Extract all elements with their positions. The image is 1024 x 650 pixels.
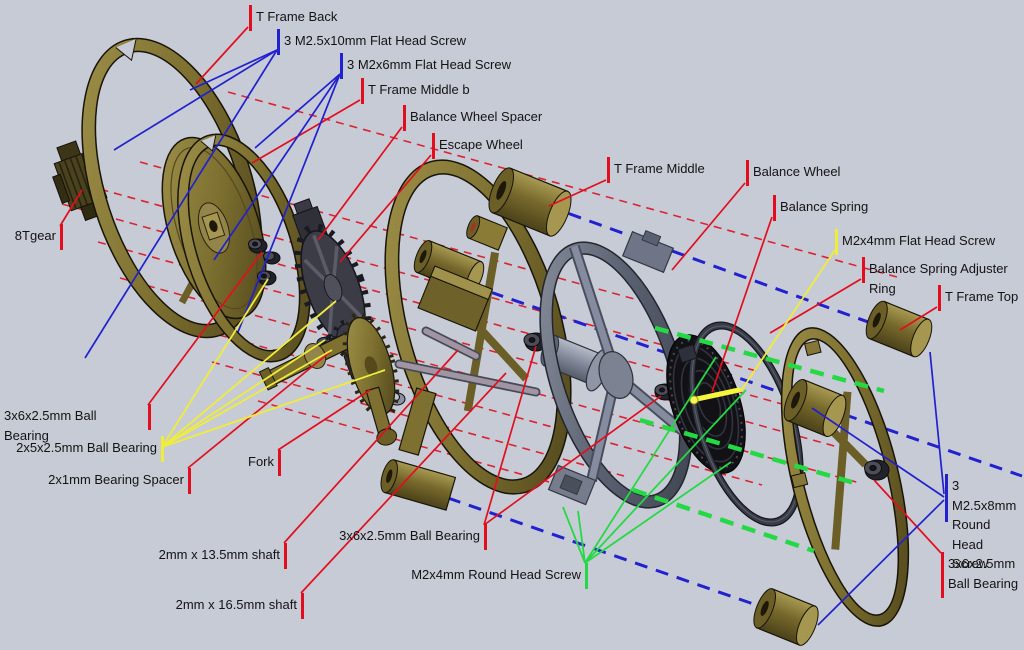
label-m2x4-round-head-screw: M2x4mm Round Head Screw <box>407 563 588 589</box>
leader-tick <box>249 5 252 31</box>
leader-tick <box>148 404 151 430</box>
leader-lines-green <box>562 356 747 564</box>
label-m2x6-flat-head-screw: 3 M2x6mm Flat Head Screw <box>340 53 515 79</box>
label-balance-wheel-spacer: Balance Wheel Spacer <box>403 105 546 131</box>
label-ball-bearing-3x6-right: 3x6x2.5mm Ball Bearing <box>941 552 1022 598</box>
label-text: 3 M2.5x8mm Round Head Screw <box>952 478 1017 571</box>
label-8t-gear: 8Tgear <box>11 224 63 250</box>
label-shaft-13-5: 2mm x 13.5mm shaft <box>155 543 287 569</box>
leader-tick <box>277 29 280 55</box>
label-text: Balance Spring <box>780 199 869 214</box>
label-m2x4-flat-head-screw: M2x4mm Flat Head Screw <box>835 229 999 255</box>
leader-tick <box>278 450 281 476</box>
leader-tick <box>607 157 610 183</box>
label-balance-wheel: Balance Wheel <box>746 160 844 186</box>
part-balance-spring <box>666 334 746 474</box>
label-text: Balance Wheel <box>753 164 841 179</box>
label-text: T Frame Middle b <box>368 82 470 97</box>
label-ball-bearing-3x6-mid: 3x6x2.5mm Ball Bearing <box>335 524 487 550</box>
leader-tick <box>746 160 749 186</box>
label-m2-5x8-round-head-screw: 3 M2.5x8mm Round Head Screw <box>945 474 1024 574</box>
leader-tick <box>585 563 588 589</box>
leader-tick <box>403 105 406 131</box>
leader-tick <box>835 229 838 255</box>
label-m2-5x10-flat-head-screw: 3 M2.5x10mm Flat Head Screw <box>277 29 470 55</box>
axis-lines-blue-dashed <box>447 204 1023 618</box>
label-text: 2mm x 13.5mm shaft <box>158 547 280 562</box>
label-t-frame-middle-b: T Frame Middle b <box>361 78 474 104</box>
leader-tick <box>340 53 343 79</box>
label-text: Fork <box>248 454 274 469</box>
label-t-frame-top: T Frame Top <box>938 285 1022 311</box>
label-text: 2x5x2.5mm Ball Bearing <box>16 440 157 455</box>
label-text: T Frame Top <box>945 289 1019 304</box>
part-m2x4-flat-head-screw-highlight <box>689 387 742 405</box>
label-text: Escape Wheel <box>439 137 523 152</box>
label-escape-wheel: Escape Wheel <box>432 133 527 159</box>
label-ball-bearing-3x6-left: 3x6x2.5mm Ball Bearing <box>0 404 151 445</box>
part-ball-bearing-right <box>864 459 890 481</box>
leader-lines-red <box>59 26 942 594</box>
label-text: M2x4mm Flat Head Screw <box>842 233 996 248</box>
label-text: 3x6x2.5mm Ball Bearing <box>4 408 97 443</box>
leader-tick <box>432 133 435 159</box>
leader-lines-blue <box>84 49 945 626</box>
label-balance-spring: Balance Spring <box>773 195 872 221</box>
leader-tick <box>945 474 948 522</box>
leader-tick <box>941 552 944 598</box>
label-t-frame-back: T Frame Back <box>249 5 341 31</box>
leader-tick <box>938 285 941 311</box>
part-shaft-13-5 <box>421 326 481 361</box>
label-text: 3 M2.5x10mm Flat Head Screw <box>284 33 467 48</box>
label-text: 8Tgear <box>14 228 56 243</box>
part-t-frame-middle <box>380 159 572 511</box>
leader-lines-yellow <box>161 249 836 448</box>
label-fork: Fork <box>244 450 281 476</box>
leader-tick <box>773 195 776 221</box>
leader-tick <box>188 468 191 494</box>
label-shaft-16-5: 2mm x 16.5mm shaft <box>172 593 304 619</box>
label-ball-bearing-2x5: 2x5x2.5mm Ball Bearing <box>12 436 164 462</box>
part-t-frame-top <box>753 300 933 646</box>
leader-tick <box>161 436 164 462</box>
leader-tick <box>301 593 304 619</box>
leader-tick <box>862 257 865 283</box>
label-text: T Frame Middle <box>614 161 705 176</box>
label-balance-spring-adjuster-ring: Balance Spring Adjuster Ring <box>862 257 1024 298</box>
label-text: 3 M2x6mm Flat Head Screw <box>347 57 511 72</box>
leader-tick <box>60 224 63 250</box>
label-text: M2x4mm Round Head Screw <box>411 567 581 582</box>
label-text: 2mm x 16.5mm shaft <box>175 597 297 612</box>
leader-tick <box>361 78 364 104</box>
label-text: 2x1mm Bearing Spacer <box>48 472 184 487</box>
label-text: 3x6x2.5mm Ball Bearing <box>948 556 1019 591</box>
label-text: Balance Spring Adjuster Ring <box>869 261 1008 296</box>
label-t-frame-middle: T Frame Middle <box>607 157 709 183</box>
part-shaft-16-5 <box>394 359 541 397</box>
label-bearing-spacer-2x1: 2x1mm Bearing Spacer <box>44 468 191 494</box>
label-text: 3x6x2.5mm Ball Bearing <box>339 528 480 543</box>
leader-tick <box>484 524 487 550</box>
leader-tick <box>284 543 287 569</box>
label-text: T Frame Back <box>256 9 338 24</box>
label-text: Balance Wheel Spacer <box>410 109 543 124</box>
axis-lines-green-dashed <box>632 325 885 554</box>
